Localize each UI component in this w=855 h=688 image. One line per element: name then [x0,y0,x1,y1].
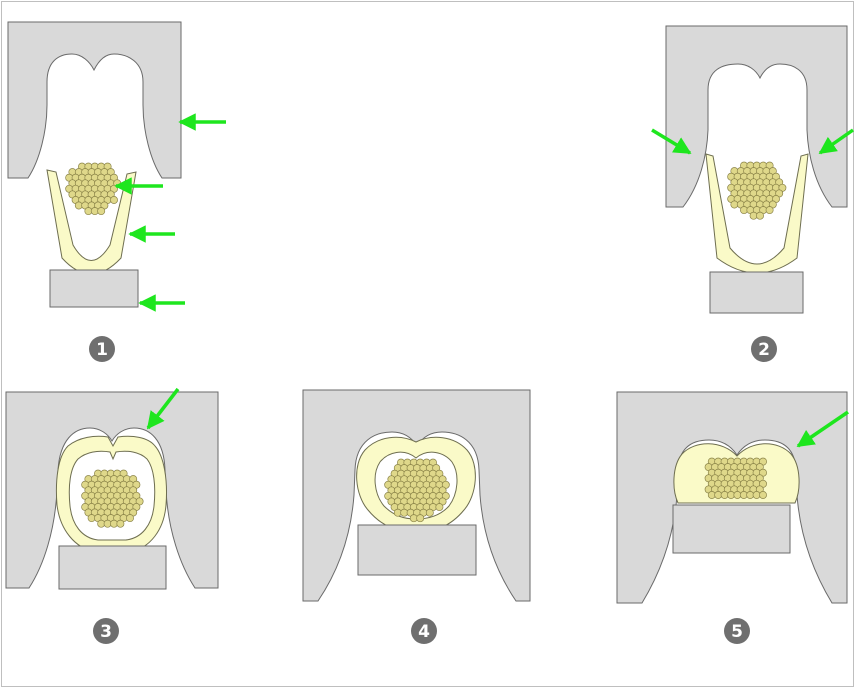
step-number-label: 4 [418,622,430,642]
wire-strand [416,514,425,523]
step-number-label: 3 [100,622,112,642]
wire-strand-bundle [65,162,122,216]
step-number-label: 1 [96,340,108,360]
wire-strand [425,508,434,517]
step-number-badge [751,336,777,362]
step-number-badge [411,618,437,644]
step-number-badge [93,618,119,644]
step-number-label: 5 [731,622,743,642]
crimp-anvil [49,269,139,308]
wire-strand [116,519,125,528]
step-1-panel: 1 [7,21,226,362]
arrow-indicator [818,128,855,155]
crimp-anvil [709,271,804,314]
step-2-panel: 2 [651,25,855,362]
wire-strand-bundle [704,457,767,499]
arrow-indicator [796,410,849,448]
crimp-die-upper [665,25,848,208]
step-number-badge [724,618,750,644]
crimp-anvil [672,504,791,554]
crimp-die-upper [7,21,182,179]
step-number-badge [89,336,115,362]
wire-strand [126,514,134,523]
arrow-indicator [146,387,180,430]
wire-strand-bundle [727,161,787,220]
step-number-label: 2 [758,340,770,360]
step-4-panel: 4 [302,389,531,644]
crimp-terminal [705,153,809,274]
crimp-anvil [357,524,477,576]
wire-strand-bundle [81,469,144,528]
wire-strand-bundle [384,458,450,523]
wire-strand [97,207,106,216]
wire-strand [759,491,767,499]
wire-strand [110,196,118,204]
step-5-panel: 5 [616,391,849,644]
step-3-panel: 3 [5,387,219,644]
wire-strand [435,503,444,512]
crimp-die-upper [5,391,219,589]
crimp-anvil [58,545,167,590]
wire-strand [765,206,774,215]
wire-strand [756,211,764,220]
arrow-indicator [651,128,692,155]
